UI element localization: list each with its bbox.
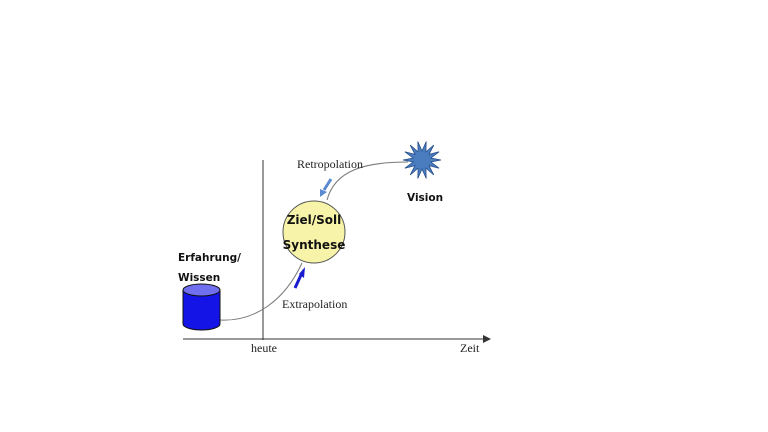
extrapolation-label: Extrapolation xyxy=(282,297,347,311)
retropolation-label: Retropolation xyxy=(297,157,363,171)
experience-label-line2: Wissen xyxy=(178,272,220,284)
goal-label-line2: Synthese xyxy=(283,238,346,252)
vision-label: Vision xyxy=(407,192,443,204)
extrapolation-arrow-icon xyxy=(293,267,305,289)
retropolation-curve xyxy=(326,161,409,201)
retropolation-arrow-icon xyxy=(320,178,333,197)
time-label: Zeit xyxy=(460,341,480,355)
today-label: heute xyxy=(251,341,277,355)
goal-synthesis-circle xyxy=(282,200,346,264)
extrapolation-curve xyxy=(219,262,303,321)
goal-label-line1: Ziel/Soll xyxy=(287,213,342,227)
vision-star-icon xyxy=(402,141,442,179)
knowledge-cylinder-icon xyxy=(182,283,221,331)
experience-label-line1: Erfahrung/ xyxy=(178,252,241,264)
